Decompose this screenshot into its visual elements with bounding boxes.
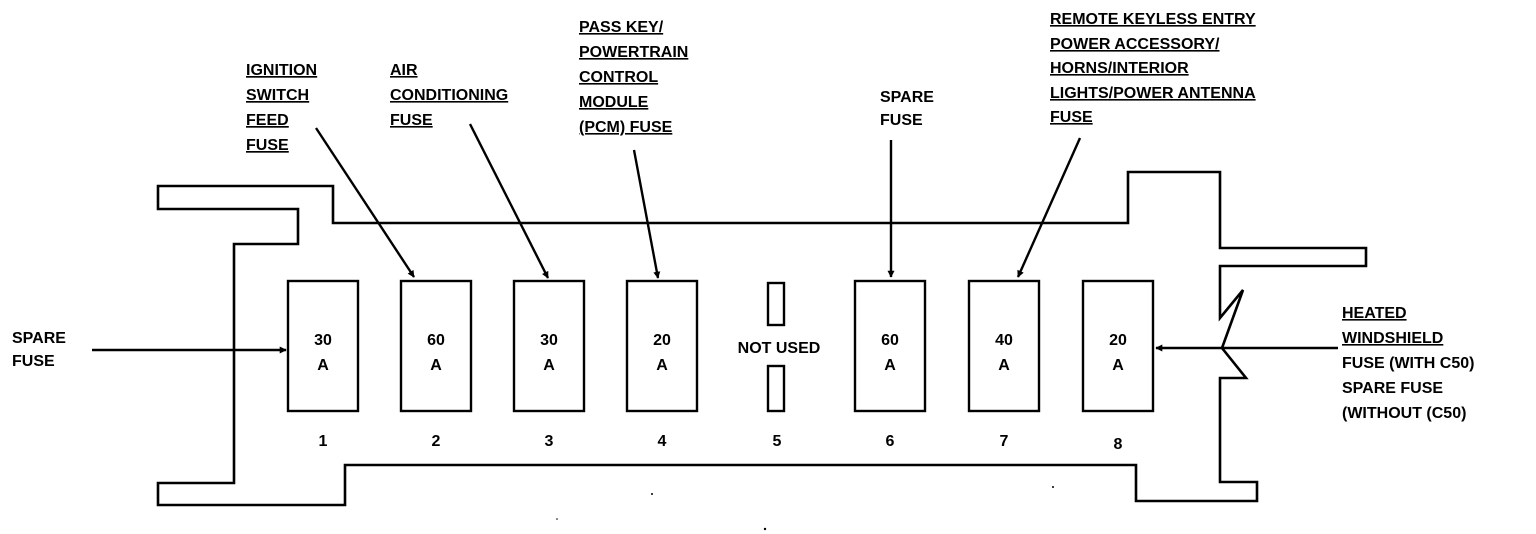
svg-text:PASS KEY/: PASS KEY/	[579, 19, 664, 36]
not-used-label: NOT USED	[738, 340, 821, 357]
scan-speck	[556, 518, 558, 520]
fuse-6-unit: A	[884, 357, 896, 374]
svg-text:(PCM) FUSE: (PCM) FUSE	[579, 119, 673, 136]
svg-text:POWER ACCESSORY/: POWER ACCESSORY/	[1050, 36, 1220, 53]
fuse-slot-8: 20 A 8	[1081, 279, 1155, 453]
fuse-1-rating: 30	[314, 332, 332, 349]
scan-speck	[651, 493, 653, 495]
fuse-7-unit: A	[998, 357, 1010, 374]
fuse-1-body	[286, 279, 360, 413]
fuse-1-number: 1	[319, 433, 328, 450]
svg-text:WINDSHIELD: WINDSHIELD	[1342, 330, 1443, 347]
fuse-2-rating: 60	[427, 332, 445, 349]
svg-text:(WITHOUT (C50): (WITHOUT (C50)	[1342, 405, 1466, 422]
fuse-5-number: 5	[773, 433, 782, 450]
scan-speck	[763, 527, 767, 531]
callout-spare-top: SPARE FUSE	[880, 89, 934, 129]
fuse-3-body	[512, 279, 586, 413]
callout-remote-keyless: REMOTE KEYLESS ENTRY POWER ACCESSORY/ HO…	[1050, 11, 1256, 126]
svg-text:CONDITIONING: CONDITIONING	[390, 87, 508, 104]
svg-text:IGNITION: IGNITION	[246, 62, 317, 79]
callout-ignition: IGNITION SWITCH FEED FUSE	[246, 62, 317, 154]
fuse-3-number: 3	[545, 433, 554, 450]
fuse-4-rating: 20	[653, 332, 671, 349]
fuse-slot-7: 40 A 7	[967, 279, 1041, 450]
slot-5-lower-terminal	[766, 364, 786, 413]
svg-text:CONTROL: CONTROL	[579, 69, 658, 86]
fuse-3-rating: 30	[540, 332, 558, 349]
fuse-8-body	[1081, 279, 1155, 413]
svg-text:HEATED: HEATED	[1342, 305, 1407, 322]
arrow-pass-key	[632, 149, 661, 279]
arrow-air-conditioning	[468, 123, 550, 279]
slot-5-upper-terminal	[766, 281, 786, 327]
fuse-7-rating: 40	[995, 332, 1013, 349]
fuse-6-body	[853, 279, 927, 413]
fuse-4-unit: A	[656, 357, 668, 374]
svg-text:AIR: AIR	[390, 62, 418, 79]
svg-text:SPARE: SPARE	[880, 89, 934, 106]
callout-heated-windshield: HEATED WINDSHIELD FUSE (WITH C50) SPARE …	[1342, 305, 1474, 422]
arrow-remote-keyless	[1016, 137, 1082, 278]
svg-text:REMOTE KEYLESS ENTRY: REMOTE KEYLESS ENTRY	[1050, 11, 1256, 28]
callout-air-conditioning: AIR CONDITIONING FUSE	[390, 62, 508, 129]
svg-text:FEED: FEED	[246, 112, 289, 129]
fuse-6-number: 6	[886, 433, 895, 450]
arrow-ignition	[314, 127, 416, 278]
fuse-slot-1: 30 A 1	[286, 279, 360, 450]
fuse-slot-2: 60 A 2	[399, 279, 473, 450]
svg-text:LIGHTS/POWER ANTENNA: LIGHTS/POWER ANTENNA	[1050, 85, 1256, 102]
fuse-8-number: 8	[1114, 436, 1123, 453]
svg-text:HORNS/INTERIOR: HORNS/INTERIOR	[1050, 60, 1189, 77]
svg-text:FUSE: FUSE	[12, 353, 55, 370]
fuse-4-body	[625, 279, 699, 413]
fuse-slot-4: 20 A 4	[625, 279, 699, 450]
fuse-block-housing	[156, 170, 1368, 507]
fuse-8-unit: A	[1112, 357, 1124, 374]
svg-text:SWITCH: SWITCH	[246, 87, 309, 104]
svg-text:FUSE: FUSE	[246, 137, 289, 154]
fuse-2-unit: A	[430, 357, 442, 374]
fuse-4-number: 4	[658, 433, 667, 450]
svg-text:FUSE (WITH C50): FUSE (WITH C50)	[1342, 355, 1474, 372]
svg-text:FUSE: FUSE	[1050, 109, 1093, 126]
callout-pass-key: PASS KEY/ POWERTRAIN CONTROL MODULE (PCM…	[579, 19, 688, 136]
fuse-1-unit: A	[317, 357, 329, 374]
fuse-6-rating: 60	[881, 332, 899, 349]
scan-speck	[1052, 486, 1054, 488]
svg-text:MODULE: MODULE	[579, 94, 649, 111]
fuse-7-body	[967, 279, 1041, 413]
fuse-8-rating: 20	[1109, 332, 1127, 349]
fuse-7-number: 7	[1000, 433, 1009, 450]
callout-spare-left: SPARE FUSE	[12, 330, 66, 370]
svg-text:SPARE: SPARE	[12, 330, 66, 347]
fuse-2-body	[399, 279, 473, 413]
svg-text:POWERTRAIN: POWERTRAIN	[579, 44, 688, 61]
fuse-slot-5: NOT USED 5	[738, 281, 821, 450]
fuse-3-unit: A	[543, 357, 555, 374]
fuse-slot-6: 60 A 6	[853, 279, 927, 450]
fuse-2-number: 2	[432, 433, 441, 450]
svg-text:FUSE: FUSE	[390, 112, 433, 129]
fuse-slot-3: 30 A 3	[512, 279, 586, 450]
svg-text:SPARE FUSE: SPARE FUSE	[1342, 380, 1443, 397]
svg-text:FUSE: FUSE	[880, 112, 923, 129]
